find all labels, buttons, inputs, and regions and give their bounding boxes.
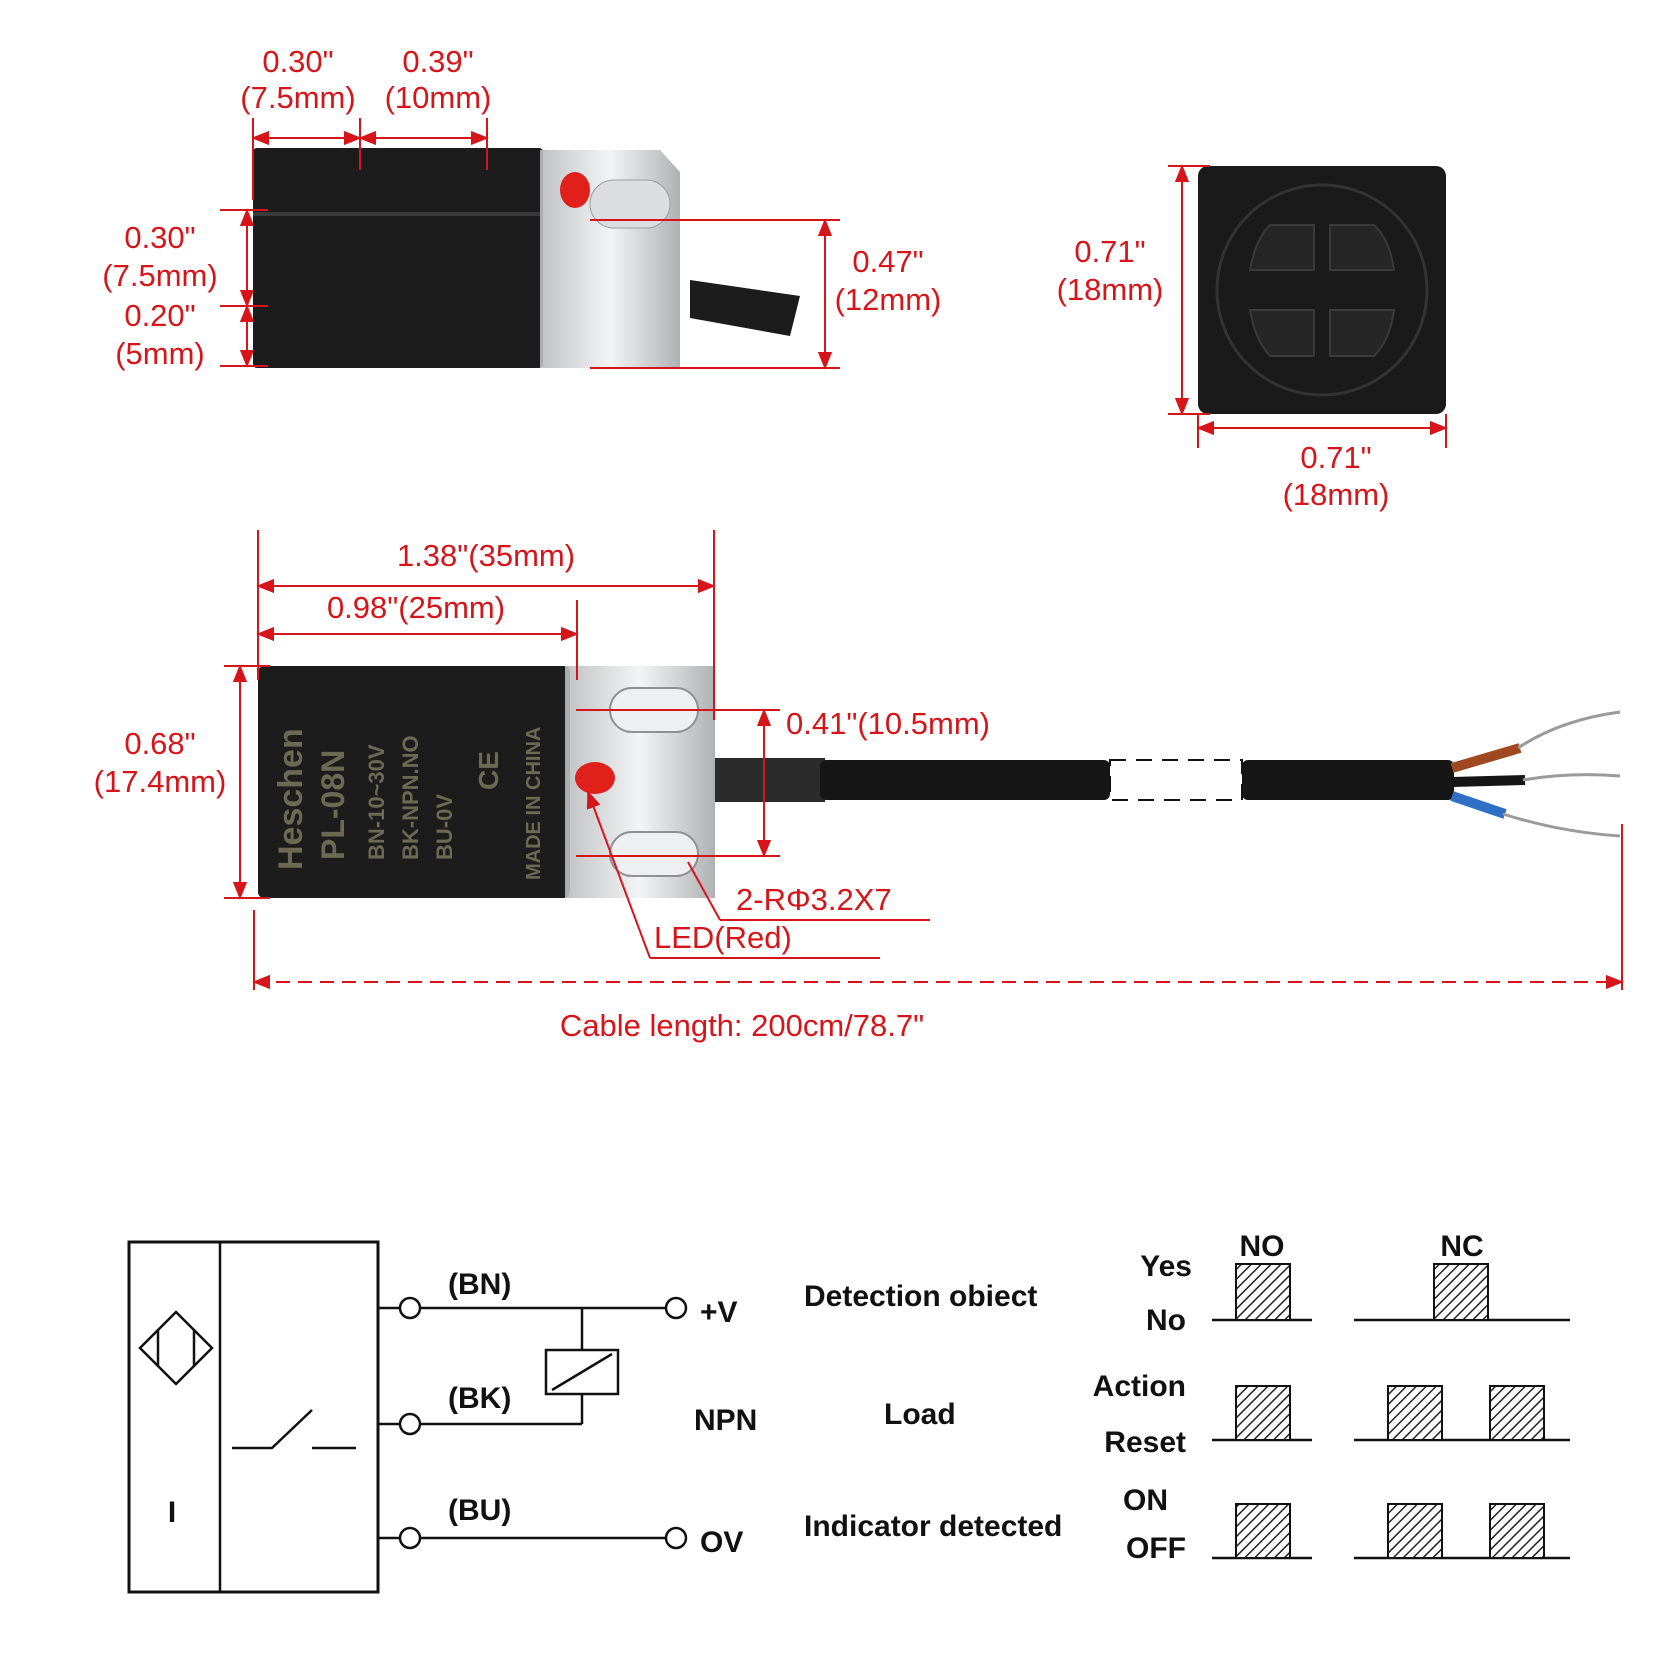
front-width: 0.71" bbox=[1300, 440, 1371, 475]
label-zero-v: OV bbox=[700, 1526, 743, 1559]
label-bu: (BU) bbox=[448, 1494, 511, 1527]
print-ce: CE bbox=[473, 751, 504, 790]
print-origin: MADE IN CHINA bbox=[523, 727, 545, 880]
side-height: 0.68" bbox=[124, 726, 195, 761]
wire-brown bbox=[1450, 743, 1522, 773]
no-load-pulse bbox=[1235, 1385, 1291, 1441]
print-bn: BN-10~30V bbox=[364, 744, 389, 860]
label-plus-v: +V bbox=[700, 1296, 738, 1329]
bracket-height: 0.47" bbox=[852, 244, 923, 279]
row-high-yes: Yes bbox=[1140, 1250, 1192, 1283]
label-load: Load bbox=[884, 1398, 956, 1431]
front-height-mm: (18mm) bbox=[1057, 272, 1164, 307]
label-bk: (BK) bbox=[448, 1382, 511, 1415]
no-detect-pulse bbox=[1235, 1263, 1291, 1321]
nc-indicator-pulse-1 bbox=[1387, 1503, 1443, 1559]
body-length: 0.98"(25mm) bbox=[327, 590, 505, 625]
row-low-reset: Reset bbox=[1104, 1426, 1186, 1459]
sensor-symbol: I bbox=[168, 1496, 176, 1529]
top-view: 0.30" (7.5mm) 0.39" (10mm) 0.30" (7.5mm)… bbox=[102, 44, 941, 371]
slot-spacing: 0.41"(10.5mm) bbox=[786, 706, 990, 741]
led-label: LED(Red) bbox=[654, 920, 792, 955]
print-bk: BK-NPN.NO bbox=[398, 735, 423, 860]
print-model: PL-08N bbox=[315, 750, 351, 860]
row-label-detection: Detection obiect bbox=[804, 1280, 1037, 1313]
cable-section-2 bbox=[1242, 760, 1454, 800]
led-indicator-top bbox=[560, 172, 590, 208]
no-indicator-pulse bbox=[1235, 1503, 1291, 1559]
top-width-a: 0.30" bbox=[262, 44, 333, 79]
front-view: 0.71" (18mm) 0.71" (18mm) bbox=[1057, 164, 1448, 512]
nc-indicator-pulse-2 bbox=[1489, 1503, 1545, 1559]
label-bn: (BN) bbox=[448, 1268, 511, 1301]
terminal-zero-v bbox=[664, 1526, 688, 1550]
row-label-indicator: Indicator detected bbox=[804, 1510, 1062, 1543]
top-height-b-mm: (5mm) bbox=[115, 336, 205, 371]
nc-detect-pulse bbox=[1433, 1263, 1489, 1321]
label-npn: NPN bbox=[694, 1404, 757, 1437]
nc-load-pulse-1 bbox=[1387, 1385, 1443, 1441]
top-height-a-mm: (7.5mm) bbox=[102, 258, 217, 293]
sensor-body-side bbox=[258, 666, 570, 898]
terminal-bu bbox=[398, 1526, 422, 1550]
top-height-b: 0.20" bbox=[124, 298, 195, 333]
print-brand: Heschen bbox=[272, 728, 310, 870]
print-bu: BU-0V bbox=[432, 794, 457, 860]
cable-section-1 bbox=[820, 760, 1110, 800]
header-nc: NC bbox=[1440, 1230, 1483, 1263]
terminal-plus-v bbox=[664, 1296, 688, 1320]
top-width-b: 0.39" bbox=[402, 44, 473, 79]
switch-symbol bbox=[232, 1409, 356, 1450]
cable-top bbox=[690, 280, 800, 336]
row-high-on: ON bbox=[1123, 1484, 1168, 1517]
sensor-face bbox=[1198, 166, 1446, 414]
terminal-bk bbox=[398, 1412, 422, 1436]
row-low-off: OFF bbox=[1126, 1532, 1186, 1565]
sensing-face-circle bbox=[1215, 183, 1429, 397]
sensor-block bbox=[127, 1240, 380, 1594]
row-low-no: No bbox=[1146, 1304, 1186, 1337]
cable-length: Cable length: 200cm/78.7" bbox=[560, 1008, 924, 1043]
row-high-action: Action bbox=[1093, 1370, 1186, 1403]
nc-load-pulse-2 bbox=[1489, 1385, 1545, 1441]
top-width-a-mm: (7.5mm) bbox=[240, 80, 355, 115]
mounting-holes: 2-RΦ3.2X7 bbox=[736, 882, 892, 917]
terminal-bn bbox=[398, 1296, 422, 1320]
wire-black bbox=[1451, 775, 1526, 787]
side-height-mm: (17.4mm) bbox=[94, 764, 227, 799]
front-height: 0.71" bbox=[1074, 234, 1145, 269]
total-length: 1.38"(35mm) bbox=[397, 538, 575, 573]
wiring-diagram: I (BN) +V (BK) (BU) OV NPN Load bbox=[127, 1240, 956, 1594]
header-no: NO bbox=[1240, 1230, 1285, 1263]
led-indicator-side bbox=[575, 762, 615, 794]
side-view: Heschen PL-08N BN-10~30V BK-NPN.NO BU-0V… bbox=[94, 530, 1624, 1043]
top-width-b-mm: (10mm) bbox=[385, 80, 492, 115]
top-height-a: 0.30" bbox=[124, 220, 195, 255]
timing-chart: NO NC Detection obiect Yes No Action Res… bbox=[804, 1230, 1570, 1565]
sensor-body-top bbox=[253, 148, 543, 368]
wire-blue bbox=[1450, 791, 1507, 819]
bracket-height-mm: (12mm) bbox=[835, 282, 942, 317]
front-width-mm: (18mm) bbox=[1283, 477, 1390, 512]
proximity-symbol bbox=[138, 1310, 214, 1386]
